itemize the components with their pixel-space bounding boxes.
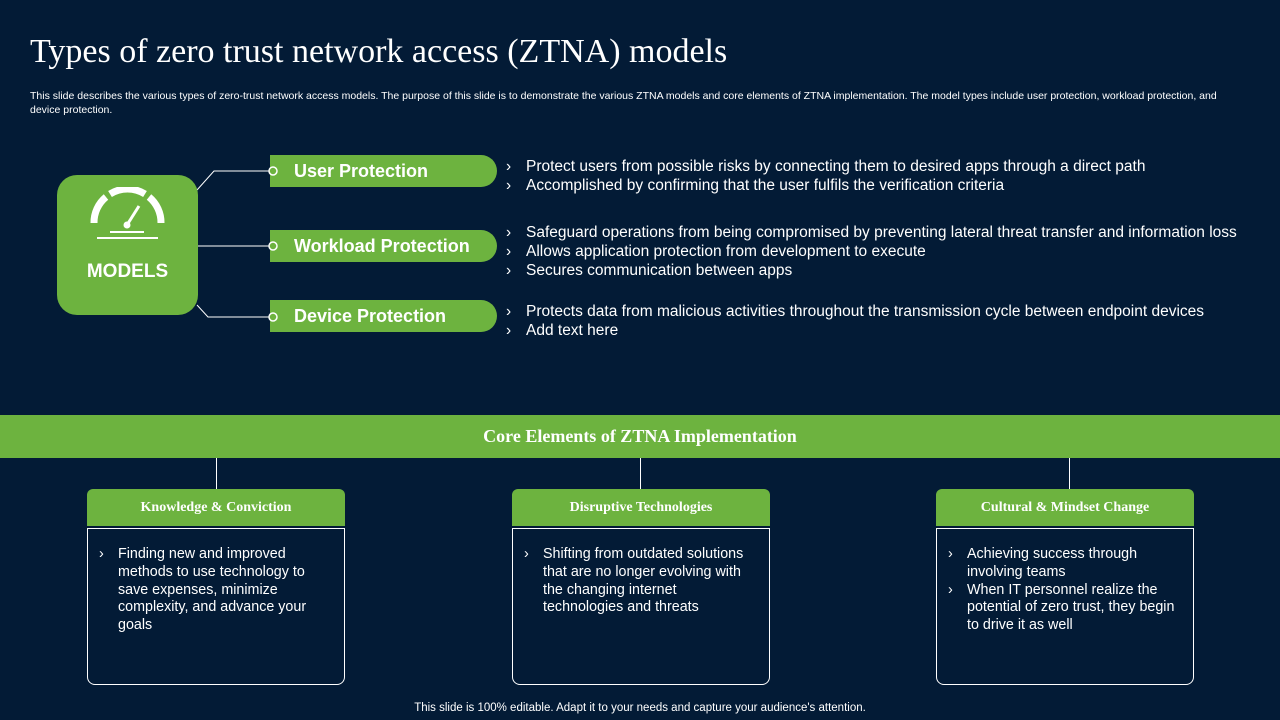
bullet-item: Accomplished by confirming that the user… bbox=[506, 176, 1145, 195]
user-protection-pill: User Protection bbox=[270, 155, 497, 187]
workload-protection-bullets: Safeguard operations from being compromi… bbox=[506, 223, 1237, 280]
device-protection-label: Device Protection bbox=[294, 306, 447, 326]
footer-note: This slide is 100% editable. Adapt it to… bbox=[414, 702, 866, 714]
card-body-cultural: Achieving success through involving team… bbox=[936, 528, 1194, 685]
models-label: MODELS bbox=[86, 261, 169, 282]
card-heading-disruptive: Disruptive Technologies bbox=[512, 489, 770, 526]
bullet-item: Finding new and improved methods to use … bbox=[97, 546, 327, 635]
page-title: Types of zero trust network access (ZTNA… bbox=[30, 33, 728, 70]
bullet-item: When IT personnel realize the potential … bbox=[946, 582, 1176, 635]
speedometer-icon bbox=[90, 187, 165, 239]
bullet-item: Achieving success through involving team… bbox=[946, 546, 1176, 582]
bullet-item: Safeguard operations from being compromi… bbox=[506, 223, 1237, 242]
user-protection-bullets: Protect users from possible risks by con… bbox=[506, 157, 1145, 195]
bullet-item: Protects data from malicious activities … bbox=[506, 302, 1204, 321]
workload-protection-label: Workload Protection bbox=[294, 236, 470, 256]
models-hub: MODELS bbox=[57, 175, 198, 315]
connector-line bbox=[1069, 458, 1070, 489]
device-protection-pill: Device Protection bbox=[270, 300, 497, 332]
user-protection-label: User Protection bbox=[294, 161, 429, 181]
card-body-disruptive: Shifting from outdated solutions that ar… bbox=[512, 528, 770, 685]
card-heading-cultural: Cultural & Mindset Change bbox=[936, 489, 1194, 526]
card-body-knowledge: Finding new and improved methods to use … bbox=[87, 528, 345, 685]
workload-protection-pill: Workload Protection bbox=[270, 230, 497, 262]
connector-line bbox=[640, 458, 641, 489]
bullet-item: Protect users from possible risks by con… bbox=[506, 157, 1145, 176]
bullet-item: Shifting from outdated solutions that ar… bbox=[522, 546, 752, 617]
bullet-item: Allows application protection from devel… bbox=[506, 242, 1237, 261]
core-elements-banner: Core Elements of ZTNA Implementation bbox=[0, 415, 1280, 458]
card-heading-knowledge: Knowledge & Conviction bbox=[87, 489, 345, 526]
bullet-item: Secures communication between apps bbox=[506, 261, 1237, 280]
page-subtitle: This slide describes the various types o… bbox=[30, 90, 1217, 116]
bullet-item: Add text here bbox=[506, 321, 1204, 340]
device-protection-bullets: Protects data from malicious activities … bbox=[506, 302, 1204, 340]
connector-line bbox=[216, 458, 217, 489]
